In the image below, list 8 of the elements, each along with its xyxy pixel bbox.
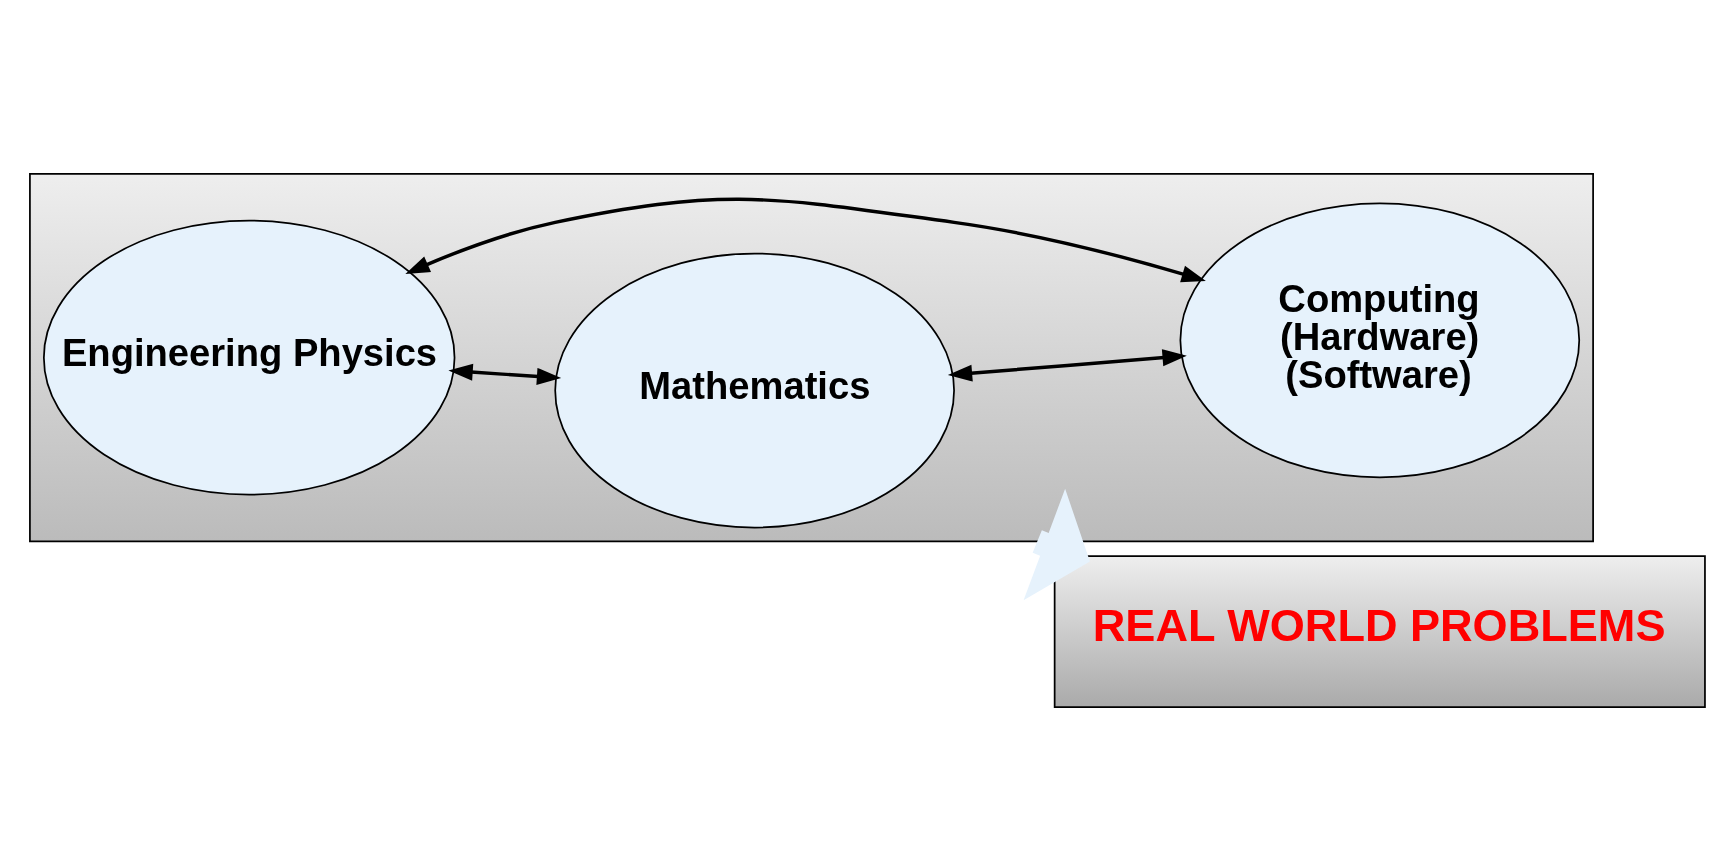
cluster <box>29 172 1594 542</box>
node-ellipse: Mathematics <box>554 252 955 528</box>
node-box: REAL WORLD PROBLEMS <box>1053 554 1706 708</box>
arrow <box>405 197 1206 282</box>
arrow <box>947 348 1187 382</box>
node-ellipse: Engineering Physics <box>43 219 456 495</box>
arrow <box>1023 488 1090 600</box>
arrow <box>448 363 562 385</box>
